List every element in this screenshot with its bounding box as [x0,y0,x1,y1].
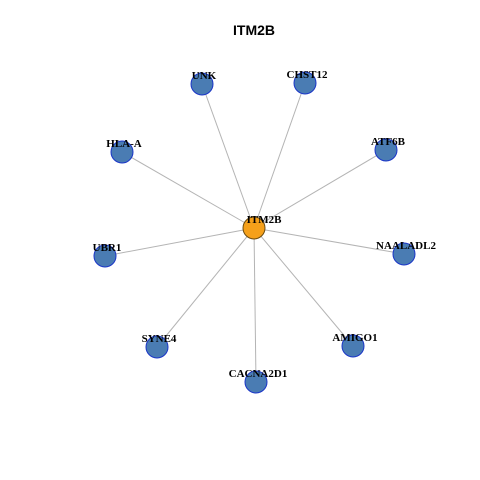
node-hla-a [110,140,134,164]
edge-unk [201,83,255,229]
node-label-naaladl2: NAALADL2 [376,240,436,252]
edge-amigo1 [253,227,354,347]
edge-hla-a [121,151,255,229]
node-label-unk: UNK [192,70,217,82]
edge-layer [104,82,405,383]
diagram-title: ITM2B [233,22,275,38]
node-layer [93,71,416,394]
node-label-cacna2d1: CACNA2D1 [229,368,288,380]
node-chst12 [293,71,317,95]
node-ubr1 [93,244,117,268]
node-syne4 [145,335,169,359]
edge-naaladl2 [253,227,405,255]
node-label-syne4: SYNE4 [142,333,177,345]
node-naaladl2 [392,242,416,266]
edge-syne4 [156,227,255,348]
edge-atf6b [253,149,387,229]
node-unk [190,72,214,96]
node-label-hla-a: HLA-A [106,138,142,150]
node-label-ubr1: UBR1 [93,242,122,254]
node-hub [242,216,266,240]
edge-cacna2d1 [253,227,257,383]
node-label-chst12: CHST12 [287,69,328,81]
node-cacna2d1 [244,370,268,394]
edge-chst12 [253,82,306,229]
edge-ubr1 [104,227,255,257]
node-atf6b [374,138,398,162]
node-label-atf6b: ATF6B [371,136,406,148]
node-label-hub: ITM2B [247,214,283,226]
node-label-amigo1: AMIGO1 [332,332,377,344]
node-amigo1 [341,334,365,358]
